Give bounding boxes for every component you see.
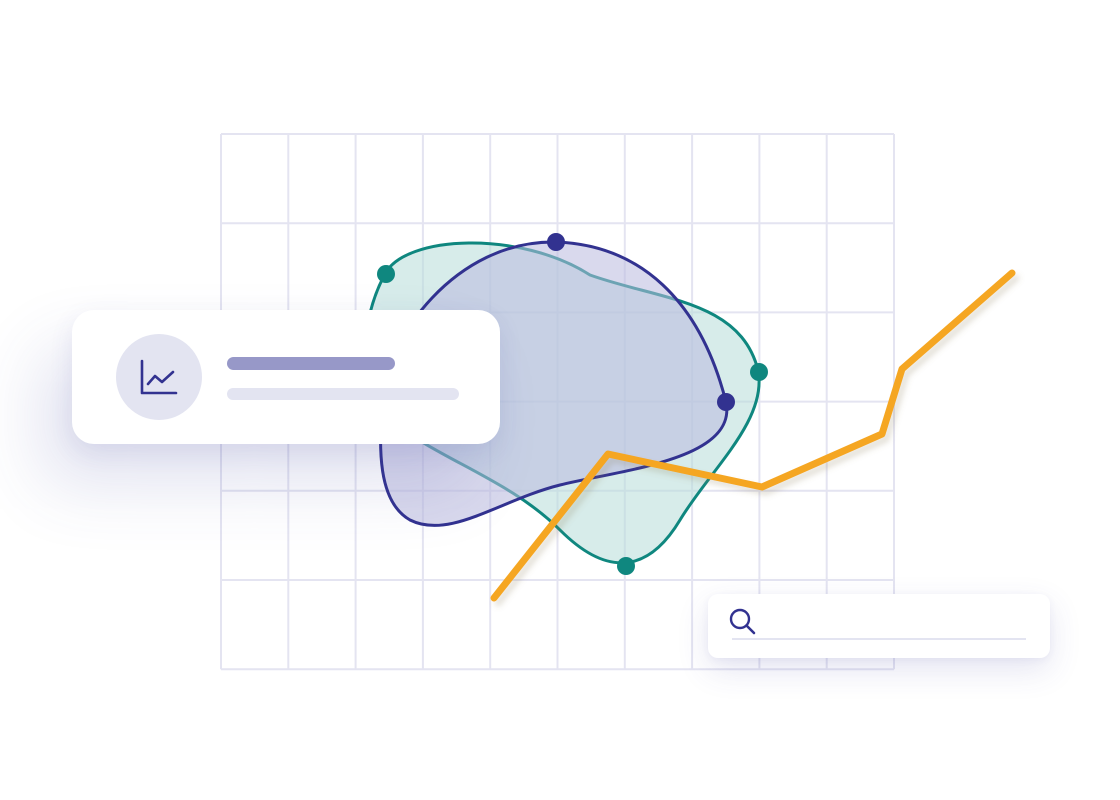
teal-point <box>377 265 395 283</box>
search-icon <box>729 608 756 635</box>
search-card <box>708 594 1050 658</box>
indigo-point <box>547 233 565 251</box>
search-input[interactable] <box>732 608 1026 640</box>
card-subtitle-placeholder <box>227 388 459 400</box>
orange-trend-line <box>490 269 1016 602</box>
metric-avatar <box>116 334 202 420</box>
indigo-point <box>717 393 735 411</box>
teal-point <box>750 363 768 381</box>
line-chart-icon <box>140 359 178 395</box>
card-title-placeholder <box>227 357 395 370</box>
teal-point <box>617 557 635 575</box>
metric-card <box>72 310 500 444</box>
